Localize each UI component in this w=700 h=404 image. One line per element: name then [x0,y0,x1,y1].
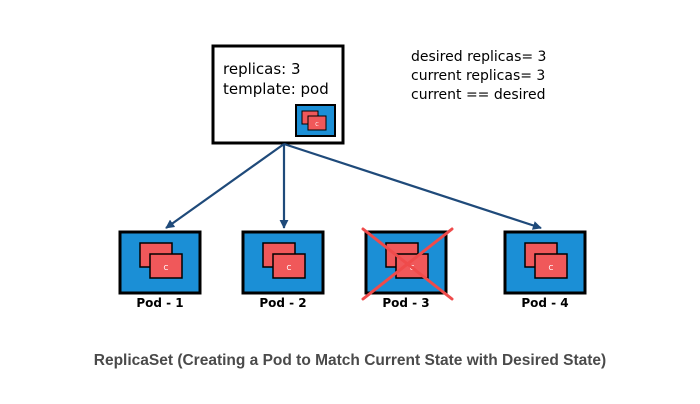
template-container-letter: C [315,122,319,128]
arrow-to-pod-4 [283,142,542,230]
pod-2: C Pod - 2 [241,230,325,310]
pod-1-label: Pod - 1 [136,296,183,310]
pod-1-container-front [149,253,183,279]
pod-2-label: Pod - 2 [259,296,306,310]
status-text: desired replicas= 3 current replicas= 3 … [411,49,546,103]
pod-1-container-letter: C [164,264,169,272]
arrow-to-pod-1 [165,143,285,229]
pod-2-container-letter: C [287,264,292,272]
status-current: current replicas= 3 [411,68,545,84]
template-container-front [307,115,327,131]
pod-4: C Pod - 4 [503,230,587,310]
pod-4-frame [503,230,587,295]
replicaset-template-line: template: pod [223,80,329,98]
pod-4-label: Pod - 4 [521,296,568,310]
diagram-caption: ReplicaSet (Creating a Pod to Match Curr… [93,352,607,369]
pod-3-label: Pod - 3 [382,296,429,310]
status-compare: current == desired [411,87,546,103]
replicaset-replicas-line: replicas: 3 [223,60,301,78]
template-pod-icon: C [295,104,336,137]
status-desired: desired replicas= 3 [411,49,546,65]
pod-3-deleted-cross [361,227,454,301]
pod-1: C Pod - 1 [118,230,202,310]
pod-3-cross-line-2 [361,227,454,301]
replicaset-box-frame [211,44,345,145]
arrows [165,142,542,230]
pod-4-container-front [534,253,568,279]
pod-3: C Pod - 3 [361,227,454,310]
replicaset-box: replicas: 3 template: pod C [211,44,345,145]
pod-2-container-front [272,253,306,279]
pod-4-container-letter: C [549,264,554,272]
